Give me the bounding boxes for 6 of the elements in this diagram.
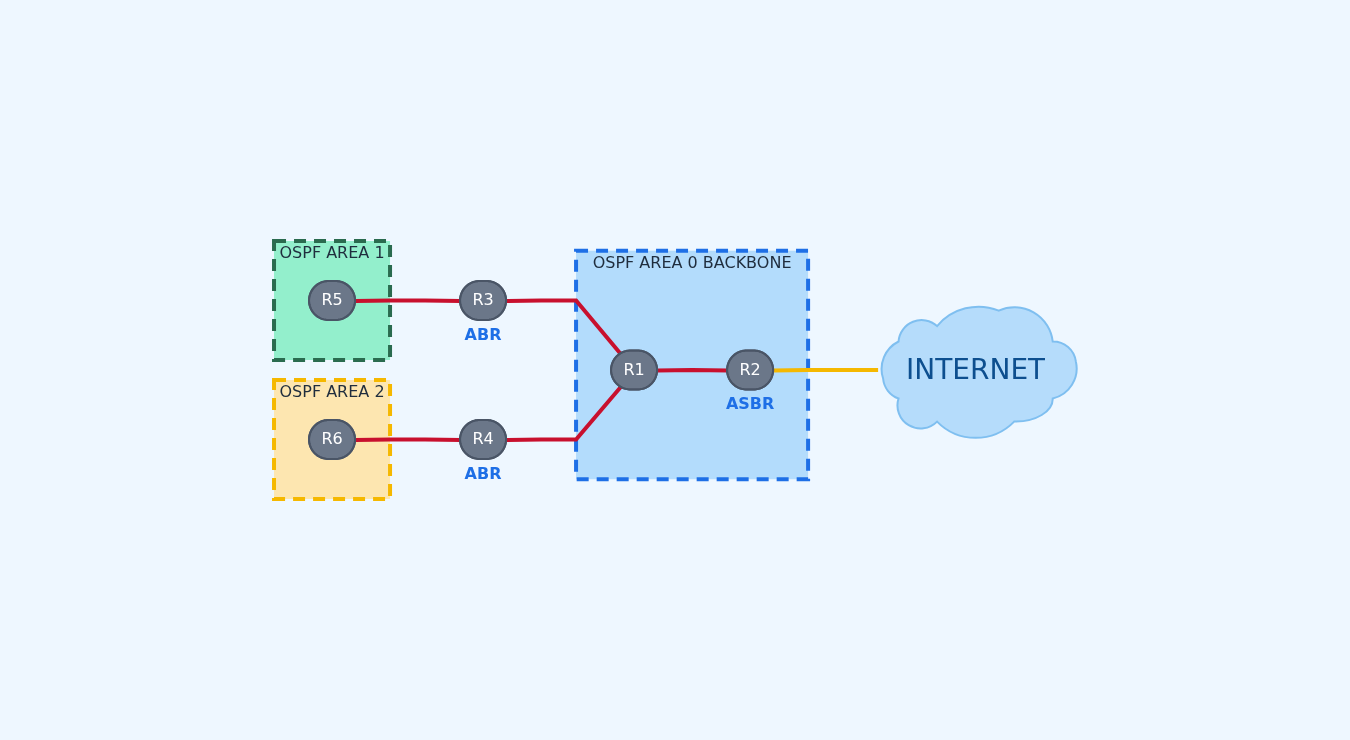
router-role-label: ABR [464,325,502,344]
router-role-label: ASBR [725,394,774,414]
router-role-label: ABR [464,464,502,483]
connector [773,368,878,373]
connector [506,385,622,442]
connector [506,298,622,356]
